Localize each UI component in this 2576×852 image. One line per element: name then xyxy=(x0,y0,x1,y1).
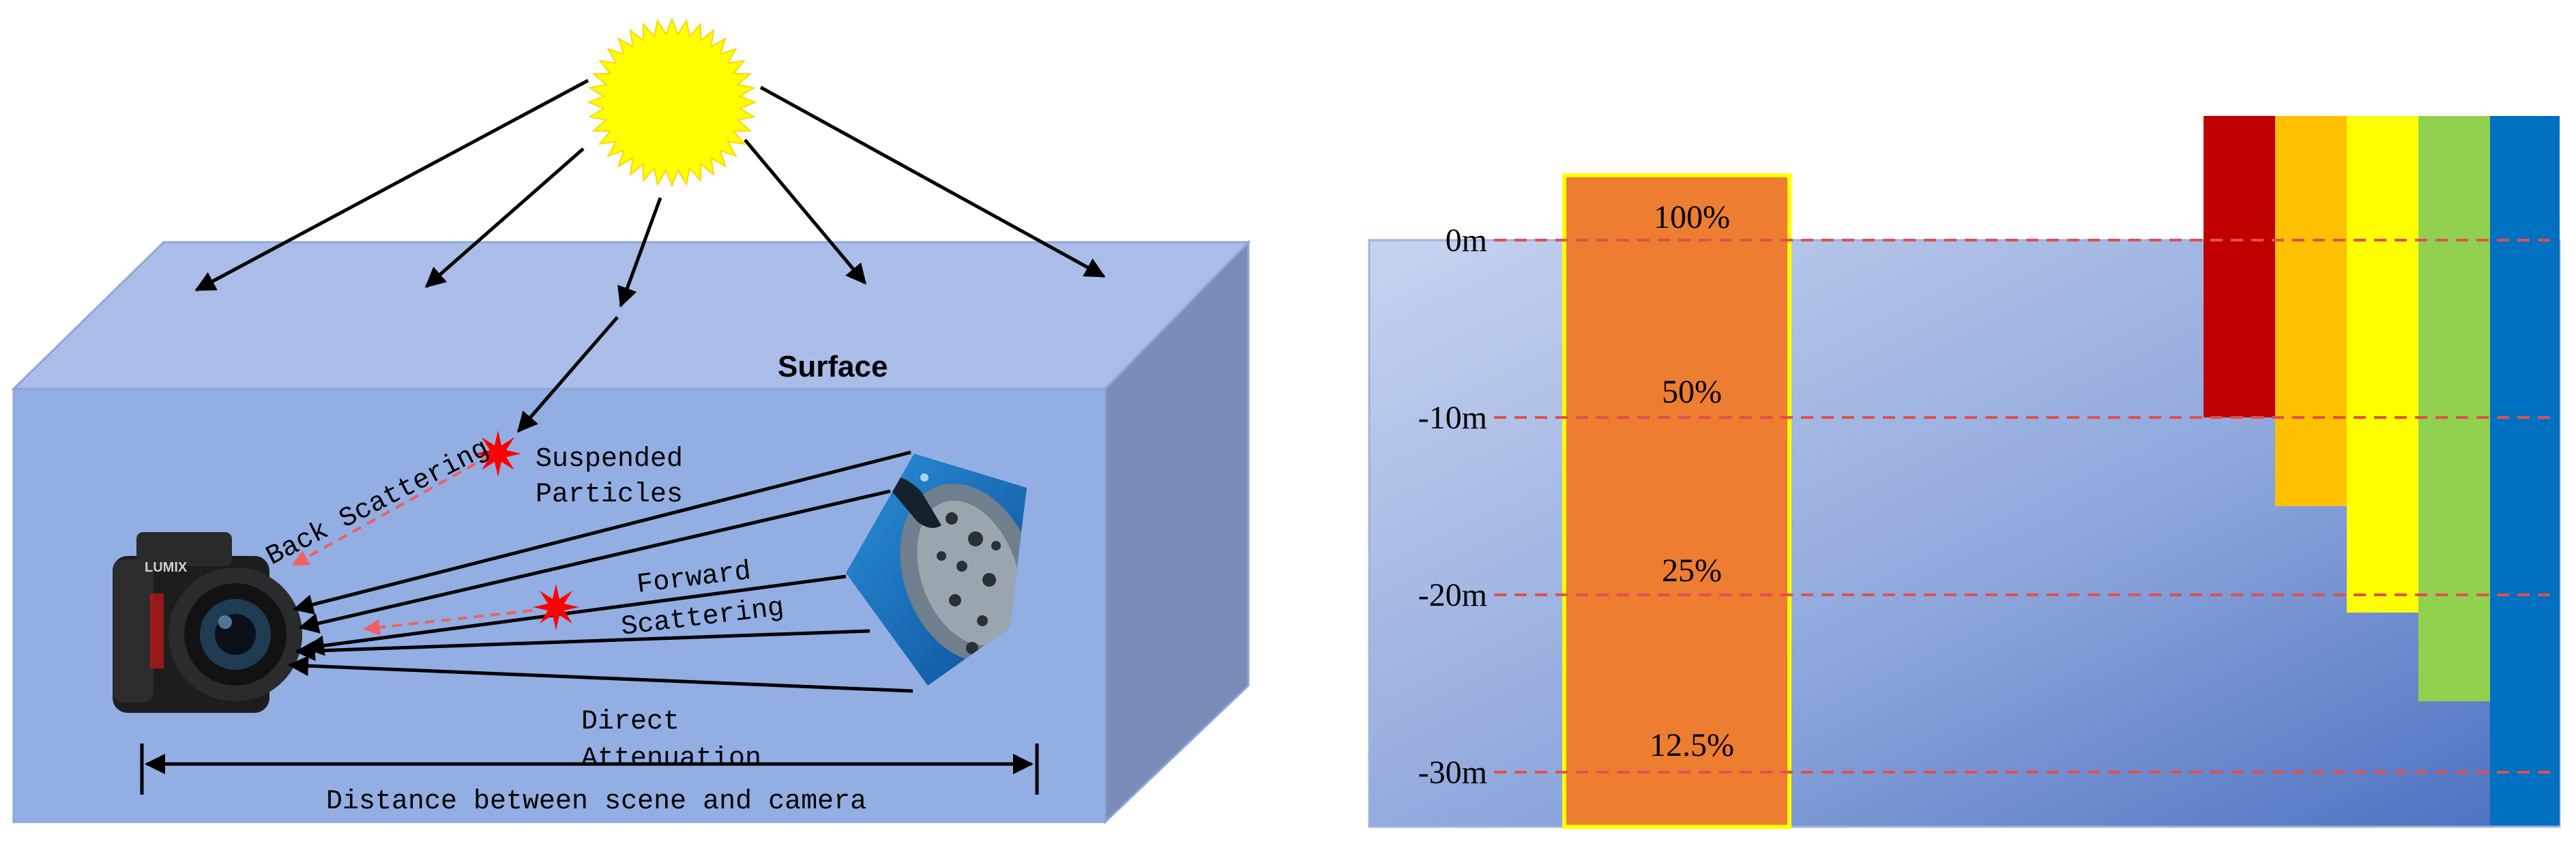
distance-indicator xyxy=(140,744,1039,795)
camera-icon: LUMIX xyxy=(113,532,302,713)
suspended-particles-line1: Suspended xyxy=(536,444,683,475)
spectrum-bar xyxy=(2347,116,2422,613)
depth-label: -20m xyxy=(1418,577,1487,613)
sun-rays xyxy=(194,78,1106,433)
spectrum-bar xyxy=(2418,116,2493,701)
surface-label: Surface xyxy=(778,350,888,383)
depth-guides xyxy=(1494,239,2555,774)
depth-labels: 0m -10m -20m -30m xyxy=(1418,222,1487,791)
intensity-label: 50% xyxy=(1662,374,1722,410)
spectrum-bars xyxy=(2204,116,2560,825)
sun-icon xyxy=(587,17,757,188)
diver-scene-icon xyxy=(846,454,1027,686)
intensity-label: 12.5% xyxy=(1650,727,1734,763)
water-surface-face xyxy=(11,241,1251,390)
spectrum-bar xyxy=(2490,116,2560,825)
distance-label: Distance between scene and camera xyxy=(326,787,866,817)
particle-star-icon xyxy=(475,430,521,477)
spectrum-bar xyxy=(2275,116,2350,506)
camera-brand-label: LUMIX xyxy=(145,560,188,575)
scattering-arrows xyxy=(291,454,533,636)
particle-star-icon xyxy=(533,584,579,630)
depth-label: -10m xyxy=(1418,400,1487,436)
intensity-column xyxy=(1562,173,1791,829)
intensity-label: 25% xyxy=(1662,553,1722,589)
intensity-labels: 100% 50% 25% 12.5% xyxy=(1650,199,1734,763)
direct-attenuation-line2: Attenuation xyxy=(581,744,761,774)
direct-attenuation-line1: Direct xyxy=(581,707,679,737)
suspended-particles-line2: Particles xyxy=(536,480,683,510)
depth-label: 0m xyxy=(1446,222,1487,259)
direct-light-rays xyxy=(288,450,913,693)
spectrum-bar xyxy=(2204,116,2279,417)
depth-label: -30m xyxy=(1418,754,1487,791)
intensity-label: 100% xyxy=(1654,199,1730,235)
